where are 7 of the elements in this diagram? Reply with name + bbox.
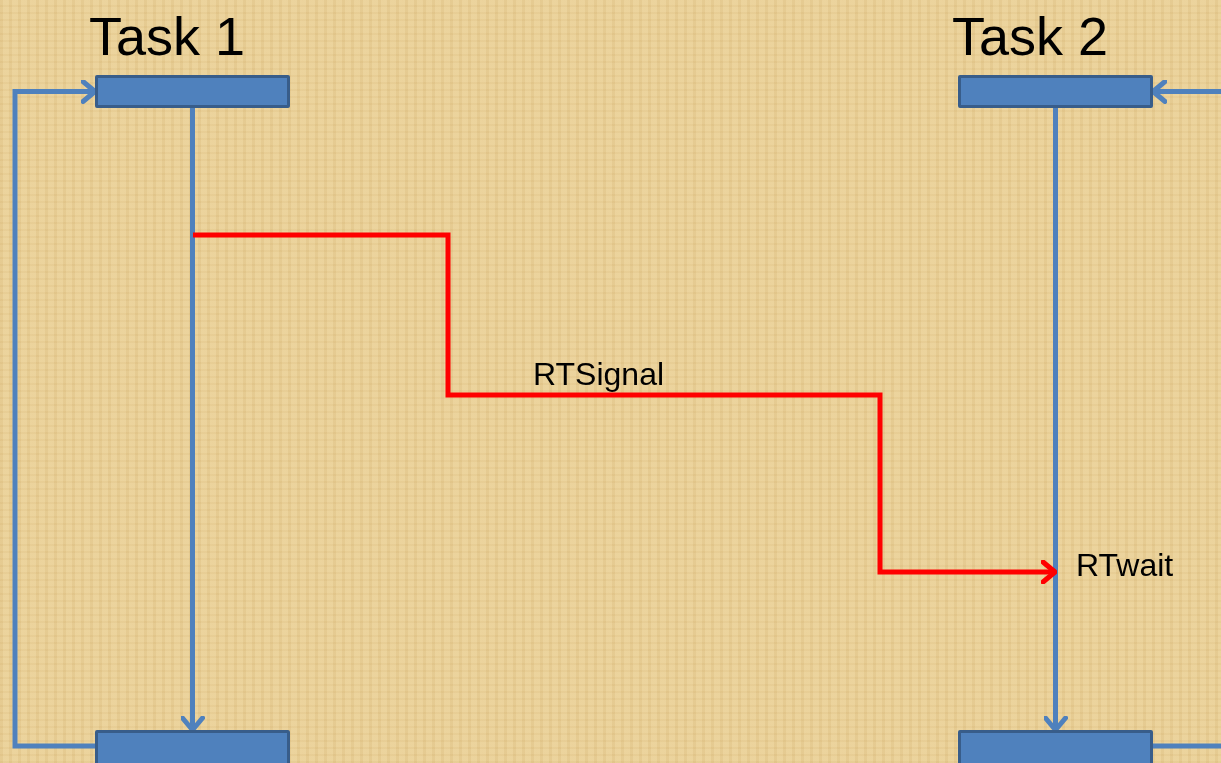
task-heading: Task 2 [952,9,1109,63]
wait-label: RTwait [1055,549,1174,581]
task-bar [958,730,1153,763]
signal-arrow [193,232,1058,585]
task-heading: Task 1 [89,9,246,63]
edge-label: RTSignal [533,358,665,390]
task-bar [95,730,290,763]
